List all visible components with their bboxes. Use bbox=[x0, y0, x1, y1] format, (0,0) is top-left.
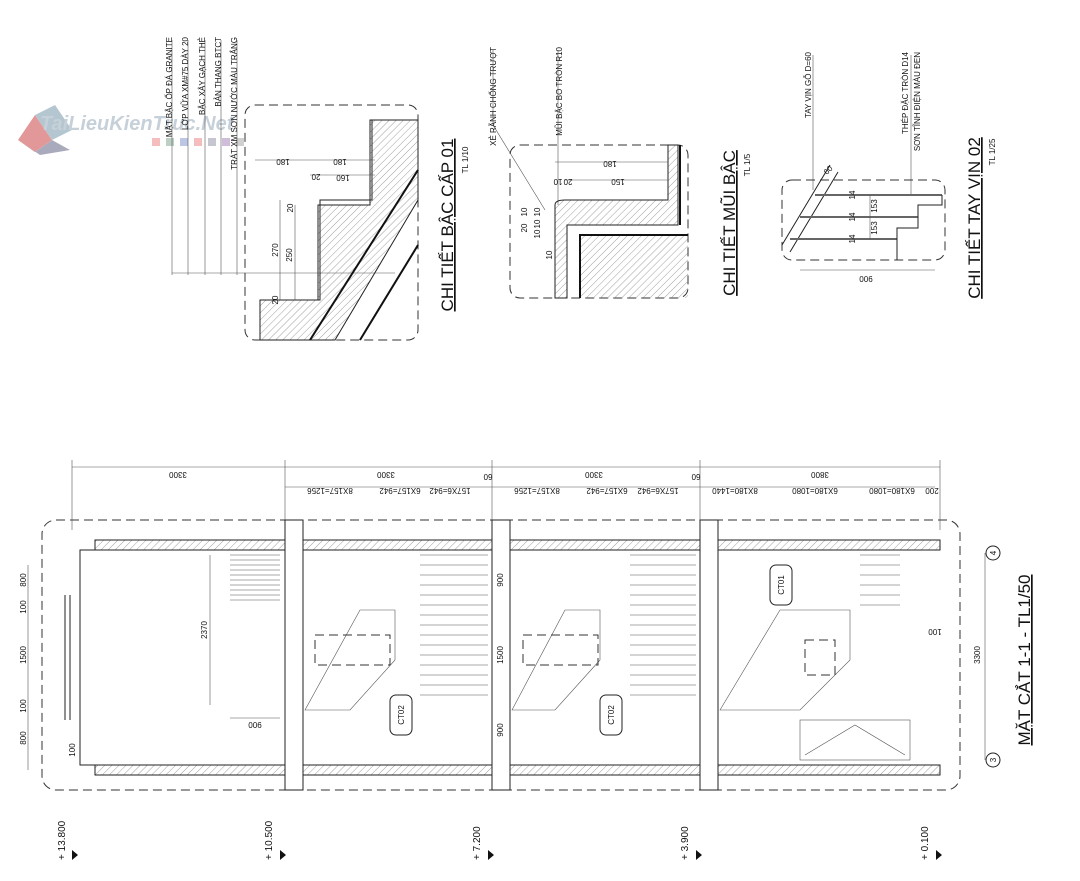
dim: 900 bbox=[496, 573, 505, 587]
level-markers: + 13.800 + 10.500 + 7.200 + 3.900 + 0.10… bbox=[57, 820, 942, 860]
level-label: + 0.100 bbox=[920, 826, 931, 860]
section-title: MẶT CẮT 1-1 - TL1/50 bbox=[1015, 574, 1034, 745]
detail-title: CHI TIẾT TAY VỊN 02 bbox=[965, 137, 984, 299]
dim: 800 bbox=[19, 573, 28, 587]
detail-handrail-02: TAY VỊN GỖ D=60 THÉP ĐẶC TRÒN D14 SƠN TĨ… bbox=[781, 51, 997, 299]
dim: 900 bbox=[859, 274, 873, 283]
dim: 10 bbox=[533, 219, 542, 228]
dim: 3800 bbox=[811, 470, 829, 479]
dim: 20 bbox=[563, 177, 572, 186]
dim: 10 bbox=[533, 229, 542, 238]
dim: 20 bbox=[311, 172, 320, 181]
dim: 160 bbox=[336, 173, 350, 182]
dim: 10 bbox=[553, 177, 562, 186]
dim: 153 bbox=[870, 221, 879, 235]
dim: 8X157=1256 bbox=[514, 486, 560, 495]
detail-tag: CT02 bbox=[607, 705, 616, 725]
dim: 900 bbox=[496, 723, 505, 737]
note: TAY VỊN GỖ D=60 bbox=[804, 51, 813, 118]
detail-step-nosing: XẺ RÃNH CHỐNG TRƯỢT MŨI BẬC BO TRÒN R10 … bbox=[488, 46, 752, 299]
dim: 100 bbox=[928, 627, 942, 636]
dim: 100 bbox=[19, 600, 28, 614]
dim: 10 bbox=[545, 250, 554, 259]
axis-marker: 3 bbox=[989, 757, 998, 762]
dim: 3300 bbox=[169, 470, 187, 479]
stair-flights bbox=[230, 554, 911, 761]
note: TRÁT XM SƠN NƯỚC MÀU TRẮNG bbox=[230, 37, 239, 170]
dim: 3300 bbox=[973, 646, 982, 664]
dim: 3300 bbox=[585, 470, 603, 479]
detail-scale: TL 1/25 bbox=[988, 138, 997, 165]
dim: 14 bbox=[848, 190, 857, 199]
dim: 60 bbox=[483, 472, 492, 481]
dim: 14 bbox=[848, 212, 857, 221]
note: SƠN TĨNH ĐIỆN MÀU ĐEN bbox=[913, 52, 922, 151]
detail-stair-step-01: MẶT BẬC ỐP ĐÁ GRANITE LỚP VỮA XM#75 DÀY … bbox=[164, 36, 470, 341]
dim: 153 bbox=[870, 199, 879, 213]
dim: 250 bbox=[285, 248, 294, 262]
dim: 180 bbox=[603, 159, 617, 168]
detail-title: CHI TIẾT BẬC CẤP 01 bbox=[438, 139, 457, 312]
note: MẶT BẬC ỐP ĐÁ GRANITE bbox=[164, 37, 174, 137]
dim: 270 bbox=[271, 243, 280, 257]
note: BẢN THANG BTCT bbox=[214, 37, 223, 107]
note: MŨI BẬC BO TRÒN R10 bbox=[555, 46, 564, 135]
dim: 2370 bbox=[200, 621, 209, 639]
logo: TaiLieuKienTruc.Net bbox=[18, 105, 244, 155]
dim: 6X180=1080 bbox=[869, 486, 915, 495]
dim: 20 bbox=[286, 203, 295, 212]
dim: 6X157=942 bbox=[586, 486, 628, 495]
dim: 10 bbox=[520, 207, 529, 216]
dim: 100 bbox=[19, 699, 28, 713]
dim: 8X180=1440 bbox=[712, 486, 758, 495]
top-dimensions: 3300 3300 3300 3800 bbox=[169, 470, 829, 479]
detail-scale: TL 1/5 bbox=[743, 153, 752, 176]
dim: 1500 bbox=[19, 646, 28, 664]
axis-marker: 4 bbox=[989, 550, 998, 555]
detail-title: CHI TIẾT MŨI BẬC bbox=[720, 150, 739, 296]
dim: 6X180=1080 bbox=[792, 486, 838, 495]
level-label: + 10.500 bbox=[264, 820, 275, 860]
dim: 157X6=942 bbox=[637, 486, 679, 495]
dim: 100 bbox=[68, 743, 77, 757]
level-label: + 3.900 bbox=[680, 826, 691, 860]
sub-dimensions: 8X157=1256 6X157=942 157X6=942 60 8X157=… bbox=[307, 472, 939, 495]
note: THÉP ĐẶC TRÒN D14 bbox=[901, 51, 910, 133]
level-label: + 7.200 bbox=[472, 826, 483, 860]
dim: 10 bbox=[533, 207, 542, 216]
dim: 200 bbox=[925, 486, 939, 495]
note: BẬC XÂY GẠCH THẺ bbox=[198, 37, 207, 115]
dim: 900 bbox=[248, 720, 262, 729]
dim: 800 bbox=[19, 731, 28, 745]
dim: 8X157=1256 bbox=[307, 486, 353, 495]
detail-scale: TL 1/10 bbox=[461, 146, 470, 173]
svg-text:TaiLieuKienTruc.Net: TaiLieuKienTruc.Net bbox=[40, 113, 235, 135]
dim: 3300 bbox=[377, 470, 395, 479]
level-label: + 13.800 bbox=[57, 820, 68, 860]
detail-tag: CT01 bbox=[777, 575, 786, 595]
dim: 6X157=942 bbox=[379, 486, 421, 495]
dim: 150 bbox=[611, 177, 625, 186]
dim: 1500 bbox=[496, 646, 505, 664]
dim: 157X6=942 bbox=[429, 486, 471, 495]
dim: 20 bbox=[520, 223, 529, 232]
detail-tag: CT02 bbox=[397, 705, 406, 725]
dim: 20 bbox=[271, 295, 280, 304]
dim: 60 bbox=[691, 472, 700, 481]
dim: 180 bbox=[276, 157, 290, 166]
dim: 14 bbox=[848, 234, 857, 243]
section-1-1: 3300 3300 3300 3800 8X157=1256 6X157=942… bbox=[19, 460, 1034, 860]
note: LỚP VỮA XM#75 DÀY 20 bbox=[181, 36, 190, 130]
dim: 180 bbox=[333, 157, 347, 166]
